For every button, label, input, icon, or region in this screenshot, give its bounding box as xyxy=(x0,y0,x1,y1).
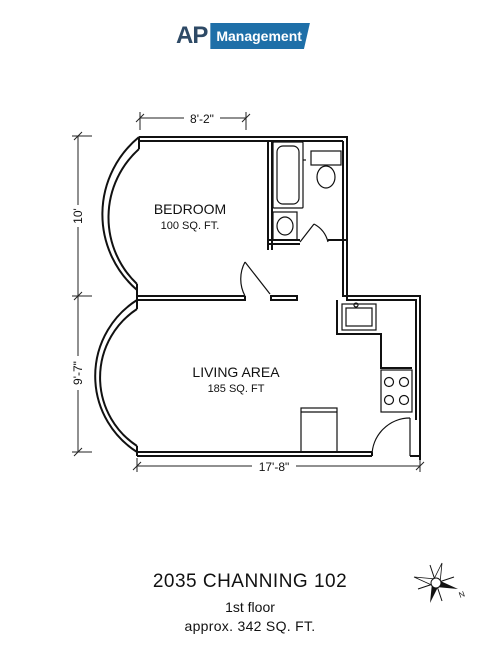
doors xyxy=(240,223,411,457)
bedroom-area: 100 SQ. FT. xyxy=(161,220,220,232)
logo-ap-text: AP xyxy=(176,22,208,49)
walls xyxy=(94,136,421,460)
kitchen-fixtures xyxy=(300,302,413,453)
bathroom-fixtures xyxy=(272,141,342,241)
dimension-overall-width: 17'-8" xyxy=(259,460,290,474)
floor-label: 1st floor xyxy=(225,599,275,615)
compass-icon: N xyxy=(413,562,467,603)
living-area-sqft: 185 SQ. FT xyxy=(208,383,265,395)
bedroom-label: BEDROOM xyxy=(154,201,226,217)
company-logo: AP Management xyxy=(176,23,310,49)
unit-title: 2035 CHANNING 102 xyxy=(152,571,348,592)
logo-management-text: Management xyxy=(210,23,310,49)
dimension-bedroom-width: 8'-2" xyxy=(190,112,214,126)
compass-north-label: N xyxy=(458,589,467,600)
dimension-bedroom-height: 10' xyxy=(71,208,85,224)
dimension-living-height: 9'-7" xyxy=(71,361,85,385)
total-area-label: approx. 342 SQ. FT. xyxy=(184,618,316,634)
living-area-label: LIVING AREA xyxy=(192,364,280,380)
